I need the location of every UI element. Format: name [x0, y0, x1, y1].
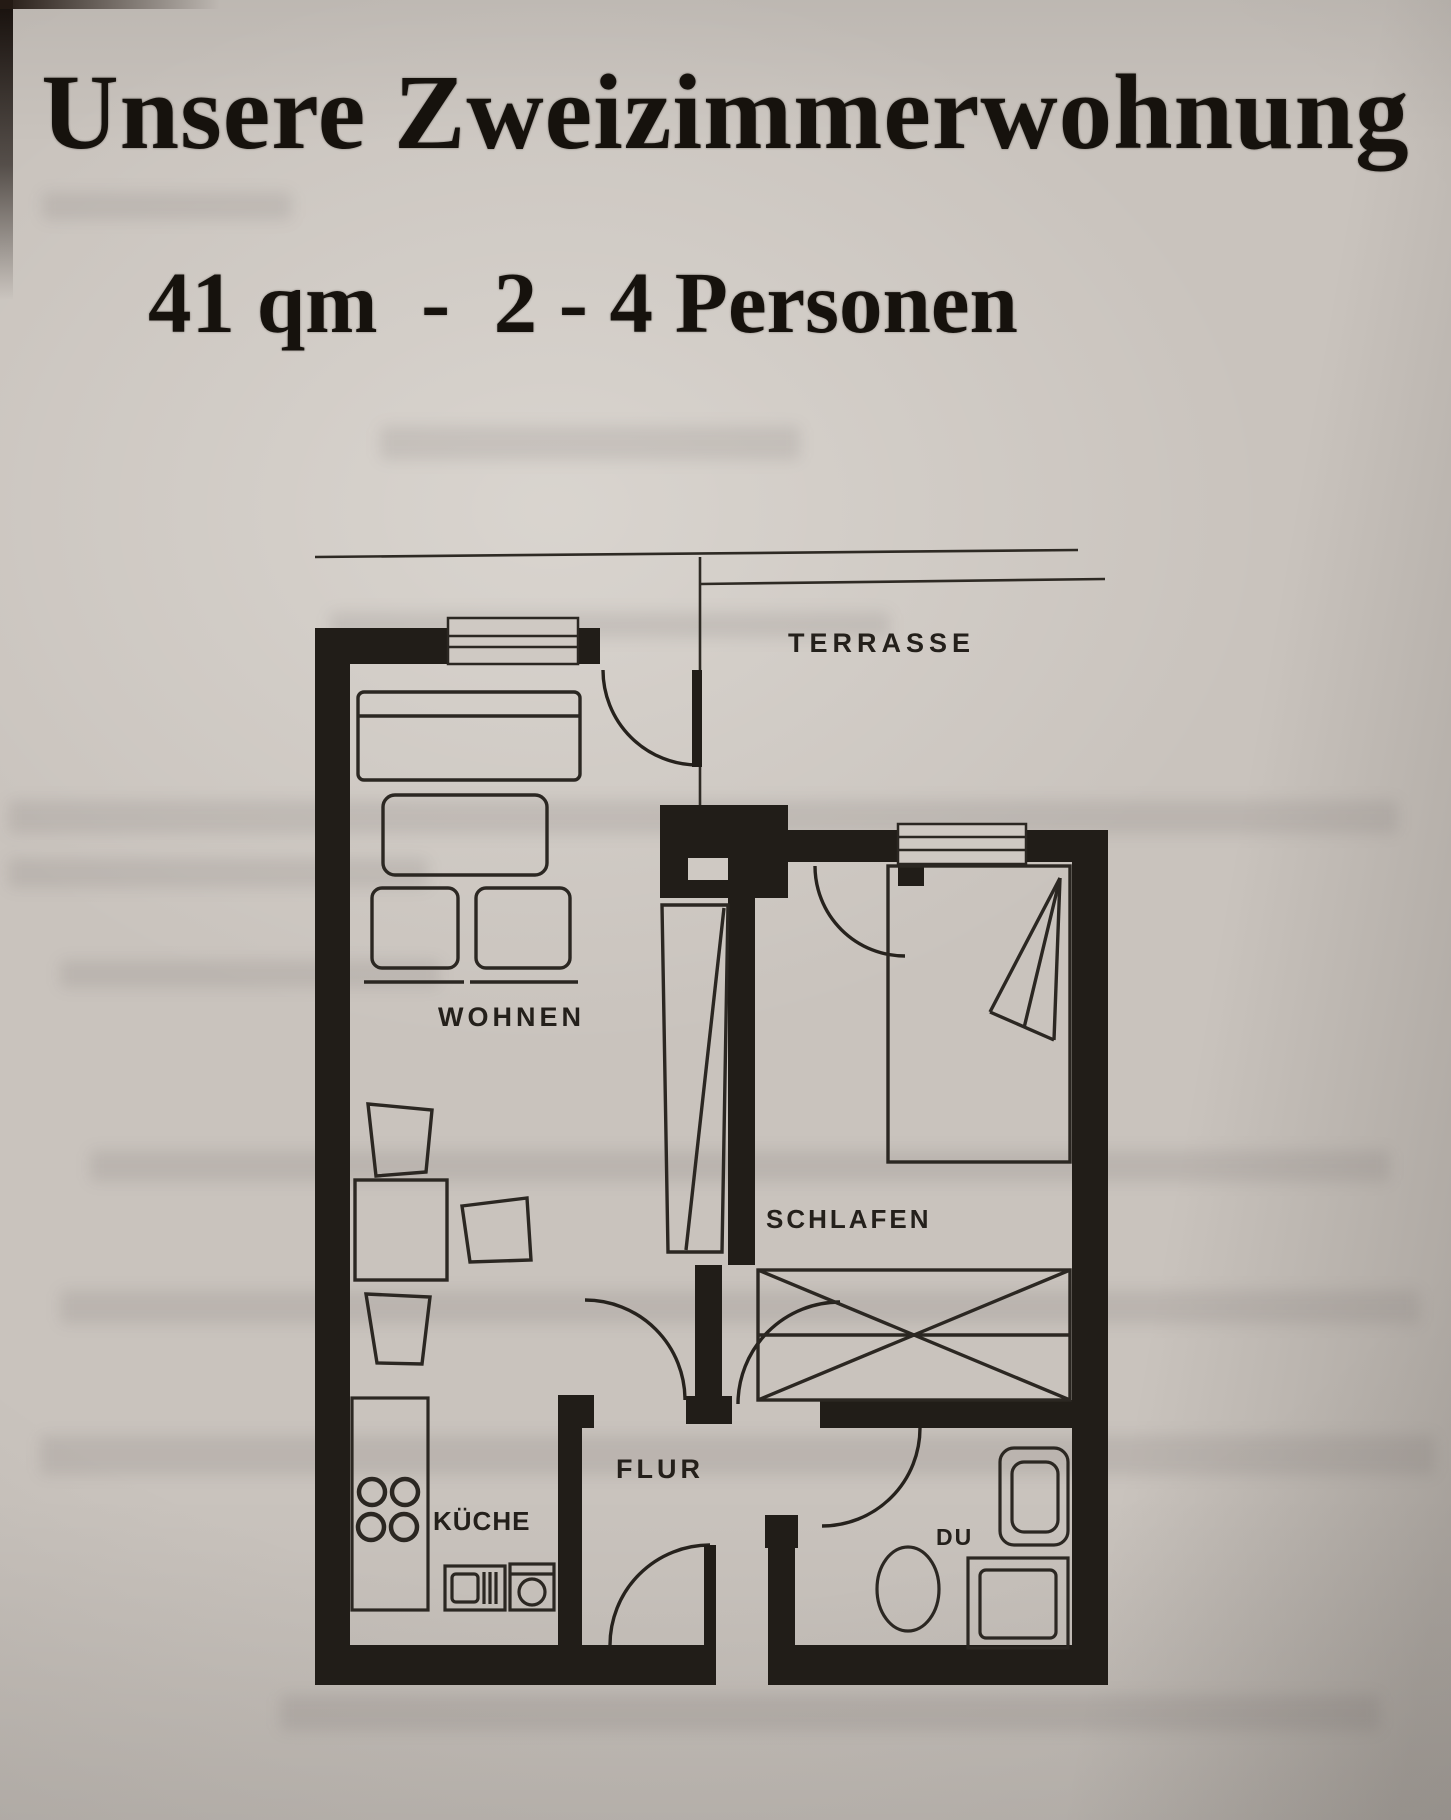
living-room-furniture — [353, 690, 730, 1366]
page-subtitle: 41 qm - 2 - 4 Personen — [148, 254, 1018, 351]
washing-machine — [508, 1562, 556, 1612]
bed-blanket-fold — [1052, 877, 1062, 1041]
kitchen-counter — [350, 1396, 430, 1612]
photo-edge-shadow-top — [0, 0, 220, 9]
washbasin — [998, 1446, 1070, 1547]
stove-burner — [389, 1476, 421, 1508]
washbasin-bowl — [1010, 1460, 1060, 1534]
room-label-schlafen: SCHLAFEN — [766, 1204, 932, 1234]
wall-hall-stub — [695, 1265, 722, 1400]
walls-group — [315, 628, 1108, 1685]
wall-shower-north — [820, 1400, 1072, 1428]
armchair-right — [474, 886, 572, 970]
wall-kitchen-hall — [558, 1395, 582, 1645]
page-title: Unsere Zweizimmerwohnung — [41, 54, 1410, 172]
door-arc-hall-bedroom — [736, 1300, 841, 1405]
closet-wedge — [660, 903, 730, 1254]
room-label-dusche: DU — [936, 1524, 973, 1550]
dining-chair-top — [366, 1102, 434, 1178]
wall-niche — [688, 858, 728, 880]
bedroom-furniture — [756, 864, 1072, 1402]
bed-blanket-fold — [988, 877, 1062, 1013]
photo-edge-shadow — [0, 0, 13, 300]
sofa — [356, 690, 582, 782]
wall-right — [1072, 830, 1108, 1685]
closet-wedge-diagonal — [684, 907, 726, 1251]
room-label-flur: FLUR — [616, 1454, 704, 1484]
bed-blanket-fold — [1022, 877, 1062, 1029]
door-arc-hall-living — [584, 1298, 687, 1401]
dining-chair-bottom — [363, 1292, 432, 1366]
kitchen-sink-unit — [443, 1564, 507, 1612]
wall-bottom-east — [768, 1645, 1108, 1685]
shower-room-fixtures — [875, 1446, 1070, 1650]
toilet — [875, 1545, 941, 1633]
wall-left — [315, 628, 350, 1685]
window-bedroom-terrace — [896, 822, 1028, 866]
dining-table — [353, 1178, 449, 1282]
wall-bottom-west — [315, 1645, 716, 1685]
wall-shower-west — [768, 1545, 795, 1645]
kitchen-fixtures — [350, 1396, 556, 1612]
door-leaf-entrance — [704, 1545, 716, 1645]
stove-burner — [388, 1511, 420, 1543]
terrace-boundary-lines — [314, 548, 1106, 806]
double-bed — [886, 864, 1072, 1164]
coffee-table — [381, 793, 549, 877]
armchair-left — [370, 886, 460, 970]
shower-tray — [966, 1556, 1070, 1650]
stove-burner — [355, 1511, 387, 1543]
stove-burner — [356, 1476, 388, 1508]
bed-blanket-fold — [989, 1010, 1055, 1042]
door-arc-living-terrace — [601, 669, 699, 767]
kitchen-sink-basin — [450, 1572, 480, 1604]
wall-hall-stub-foot — [686, 1396, 732, 1424]
door-leaf-living-terrace — [692, 670, 702, 767]
room-label-terrasse: TERRASSE — [788, 628, 975, 658]
room-label-wohnen: WOHNEN — [438, 1002, 585, 1032]
window-living-room — [446, 616, 580, 666]
door-arc-shower — [821, 1427, 922, 1528]
wall-bedroom-west — [728, 893, 755, 1265]
washing-machine-door — [517, 1577, 547, 1607]
room-label-kueche: KÜCHE — [433, 1506, 530, 1536]
shower-tray-inner — [978, 1568, 1058, 1640]
door-arc-bedroom-terrace — [813, 865, 906, 958]
wall-core-mass — [660, 805, 788, 898]
wall-shower-door-jamb — [765, 1515, 798, 1548]
door-arc-entrance — [608, 1543, 711, 1646]
dining-chair-right — [460, 1196, 533, 1264]
